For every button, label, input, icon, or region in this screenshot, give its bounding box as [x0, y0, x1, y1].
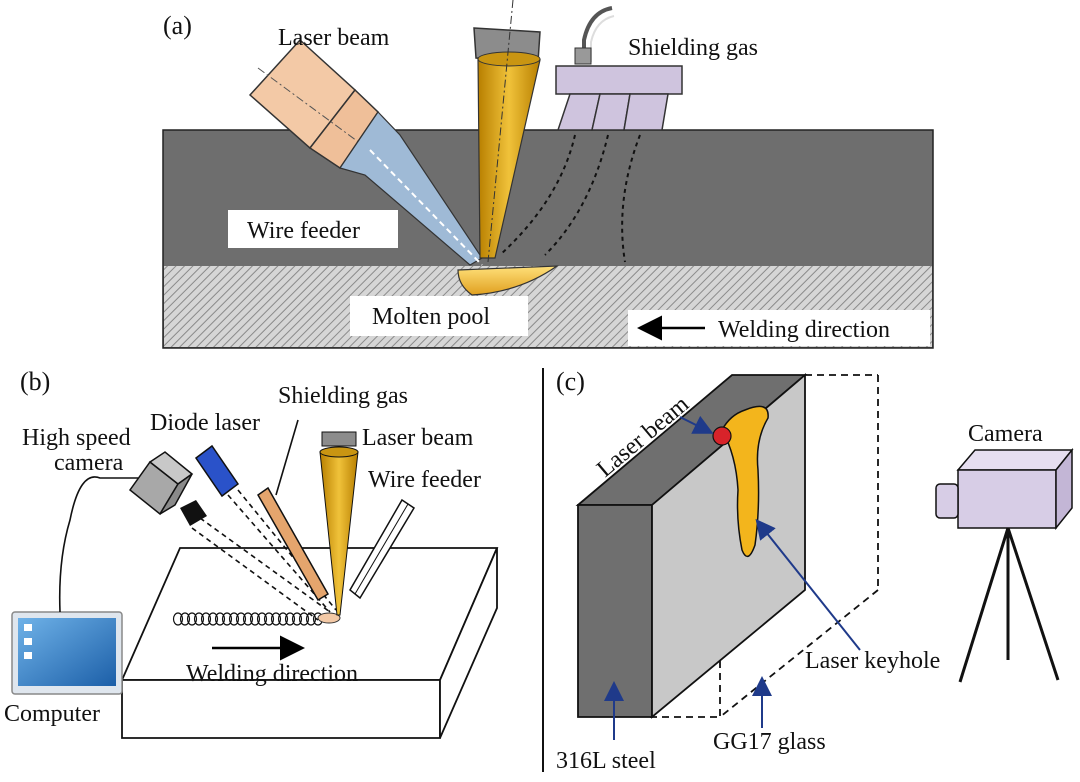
weld-bead: [172, 612, 324, 626]
keyhole-entry-point: [712, 426, 732, 446]
camera-cable: [58, 476, 138, 613]
label-shielding-gas-b: Shielding gas: [278, 383, 408, 409]
weld-bead-ripple: [291, 612, 303, 626]
label-diode-laser: Diode laser: [150, 410, 260, 436]
weld-bead-ripple: [270, 612, 282, 626]
weld-bead-ripple: [172, 612, 184, 626]
label-camera-c: Camera: [968, 421, 1043, 447]
wire-b: [354, 503, 409, 595]
weld-bead-ripple: [298, 612, 310, 626]
weld-bead-ripple: [200, 612, 212, 626]
label-glass: GG17 glass: [713, 729, 826, 755]
panel-c-tag: (c): [556, 367, 585, 396]
camera-c: [935, 447, 1074, 683]
panel-b-tag: (b): [20, 367, 50, 396]
label-high-speed: High speed: [22, 425, 131, 451]
weld-bead-ripple: [221, 612, 233, 626]
weld-bead-ripple: [284, 612, 296, 626]
panel-a-tag: (a): [163, 11, 192, 40]
panel-c: (c): [556, 367, 1074, 774]
gas-flow-line-3: [621, 134, 641, 263]
shielding-gas-tube: [257, 486, 330, 602]
laser-head-b: [321, 431, 357, 447]
workpiece-front: [121, 679, 441, 739]
laser-beam-arrow-c: [679, 415, 714, 434]
label-welding-direction-a: Welding direction: [718, 317, 890, 343]
weld-bead-ripple: [277, 612, 289, 626]
panel-a: (a): [162, 0, 934, 349]
weld-pool-b: [317, 612, 341, 624]
label-camera-b: camera: [54, 450, 124, 476]
label-steel: 316L steel: [556, 748, 656, 774]
gas-flow-line-2: [544, 134, 609, 256]
label-laser-keyhole: Laser keyhole: [805, 648, 940, 674]
computer-monitor: [11, 611, 123, 695]
weld-bead-ripple: [263, 612, 275, 626]
wire-feeder-label-box: [228, 210, 398, 248]
weld-bead-ripple: [214, 612, 226, 626]
laser-beam-top-b: [319, 446, 359, 458]
workpiece-side: [439, 547, 498, 739]
label-wire-feeder-b: Wire feeder: [368, 467, 481, 493]
label-laser-beam-b: Laser beam: [362, 425, 474, 451]
label-molten-pool: Molten pool: [372, 304, 490, 330]
weld-bead-ripple: [193, 612, 205, 626]
weld-bead-ripple: [207, 612, 219, 626]
laser-beam-top: [477, 51, 541, 67]
diode-laser: [194, 444, 240, 498]
laser-keyhole-shape: [721, 405, 769, 558]
weld-bead-ripple: [179, 612, 191, 626]
shielding-gas-nozzle: [555, 6, 683, 131]
label-laser-beam-a: Laser beam: [278, 25, 390, 51]
wire-centerline: [369, 149, 483, 266]
shielding-gas-leader: [275, 419, 299, 496]
camera-sight-2: [191, 527, 319, 621]
high-speed-camera: [128, 451, 207, 526]
laser-head: [248, 38, 379, 170]
label-computer: Computer: [4, 701, 100, 727]
weld-bead-ripple: [242, 612, 254, 626]
molten-pool-shape: [457, 265, 560, 296]
label-wire-feeder-a: Wire feeder: [247, 218, 360, 244]
weld-bead-ripple: [256, 612, 268, 626]
molten-pool-label-box: [350, 296, 528, 336]
laser-axis: [487, 0, 514, 263]
weld-bead-ripple: [186, 612, 198, 626]
label-shielding-gas-a: Shielding gas: [628, 35, 758, 61]
keyhole-arrow: [755, 518, 861, 651]
weld-bead-ripple: [249, 612, 261, 626]
panel-b: (b) Welding direction: [4, 367, 499, 739]
weld-bead-ripple: [228, 612, 240, 626]
weld-bead-ripple: [235, 612, 247, 626]
label-welding-direction-b: Welding direction: [186, 661, 358, 687]
